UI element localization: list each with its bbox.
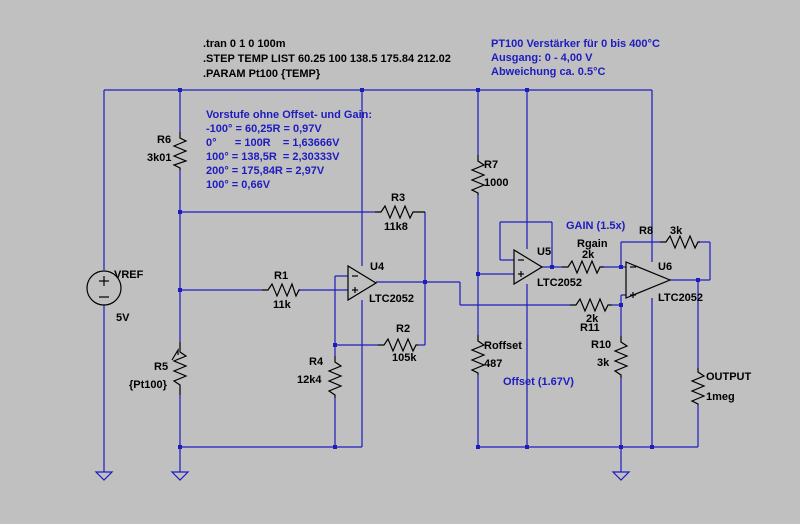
label-r8-value: 3k xyxy=(670,225,683,237)
label-vref-name: VREF xyxy=(114,269,144,281)
label-r7-value: 1000 xyxy=(484,177,508,189)
label-r6-value: 3k01 xyxy=(147,152,171,164)
label-u6-name: U6 xyxy=(658,261,672,273)
label-r8-name: R8 xyxy=(639,225,653,237)
label-r11-name: R11 xyxy=(580,322,600,334)
resistor-r6[interactable] xyxy=(172,132,188,170)
vorstufe-row-1: -100° = 60,25R = 0,97V xyxy=(206,123,322,135)
label-r11-value: 2k xyxy=(586,313,599,325)
resistor-roffset[interactable] xyxy=(470,335,486,375)
directive-param[interactable]: .PARAM Pt100 {TEMP} xyxy=(203,68,321,80)
wires xyxy=(103,89,711,472)
resistor-r7[interactable] xyxy=(470,155,486,195)
label-r5-value: {Pt100} xyxy=(129,379,168,391)
resistor-rgain[interactable] xyxy=(562,259,604,275)
resistor-r5-pt100[interactable] xyxy=(171,342,188,395)
resistor-r4[interactable] xyxy=(327,356,343,398)
label-r4-value: 12k4 xyxy=(297,374,322,386)
label-output-name: OUTPUT xyxy=(706,371,752,383)
label-vref-value: 5V xyxy=(116,312,130,324)
label-r4-name: R4 xyxy=(309,356,324,368)
vref-voltage-source[interactable] xyxy=(86,270,122,306)
label-rgain-value: 2k xyxy=(582,249,595,261)
resistor-r10[interactable] xyxy=(613,336,629,378)
label-u6-part: LTC2052 xyxy=(658,292,703,304)
label-u4-part: LTC2052 xyxy=(369,293,414,305)
directive-step[interactable]: .STEP TEMP LIST 60.25 100 138.5 175.84 2… xyxy=(203,53,451,65)
label-r1-name: R1 xyxy=(274,270,288,282)
gain-note: GAIN (1.5x) xyxy=(566,220,626,232)
label-r10-value: 3k xyxy=(597,357,610,369)
label-roffset-name: Roffset xyxy=(484,340,522,352)
label-r7-name: R7 xyxy=(484,159,498,171)
title-line-1: PT100 Verstärker für 0 bis 400°C xyxy=(491,38,660,50)
resistor-r2[interactable] xyxy=(378,337,418,353)
label-u4-name: U4 xyxy=(370,261,385,273)
vorstufe-row-5: 100° = 0,66V xyxy=(206,179,271,191)
offset-note: Offset (1.67V) xyxy=(503,376,574,388)
title-line-3: Abweichung ca. 0.5°C xyxy=(491,66,605,78)
opamp-u5[interactable] xyxy=(513,248,544,286)
opamp-u4[interactable] xyxy=(347,264,378,302)
vorstufe-row-4: 200° = 175,84R = 2,97V xyxy=(206,165,325,177)
label-u5-name: U5 xyxy=(537,246,551,258)
label-r3-value: 11k8 xyxy=(384,221,408,233)
label-r10-name: R10 xyxy=(591,339,611,351)
label-r6-name: R6 xyxy=(157,134,171,146)
directive-tran[interactable]: .tran 0 1 0 100m xyxy=(203,38,286,50)
opamp-u6[interactable] xyxy=(625,261,672,299)
ground-symbol-input xyxy=(170,471,190,481)
junction-dots xyxy=(178,88,700,449)
title-line-2: Ausgang: 0 - 4,00 V xyxy=(491,52,593,64)
label-r3-name: R3 xyxy=(391,192,405,204)
label-r1-value: 11k xyxy=(273,299,292,311)
label-r2-value: 105k xyxy=(392,352,417,364)
vorstufe-row-3: 100° = 138,5R = 2,30333V xyxy=(206,151,340,163)
resistor-r1[interactable] xyxy=(262,282,300,298)
vorstufe-row-2: 0° = 100R = 1,63666V xyxy=(206,137,340,149)
ground-symbol-vref xyxy=(94,471,114,481)
vorstufe-heading: Vorstufe ohne Offset- und Gain: xyxy=(206,109,372,121)
label-r2-name: R2 xyxy=(396,323,410,335)
resistor-r11[interactable] xyxy=(570,297,612,313)
label-rgain-name: Rgain xyxy=(577,238,608,250)
resistor-r3[interactable] xyxy=(375,204,425,220)
resistor-output-load[interactable] xyxy=(690,368,706,405)
resistor-r8[interactable] xyxy=(660,234,700,250)
label-u5-part: LTC2052 xyxy=(537,277,582,289)
label-output-value: 1meg xyxy=(706,391,735,403)
label-roffset-value: 487 xyxy=(484,358,502,370)
label-r5-name: R5 xyxy=(154,361,168,373)
ground-symbol-output xyxy=(611,471,631,481)
